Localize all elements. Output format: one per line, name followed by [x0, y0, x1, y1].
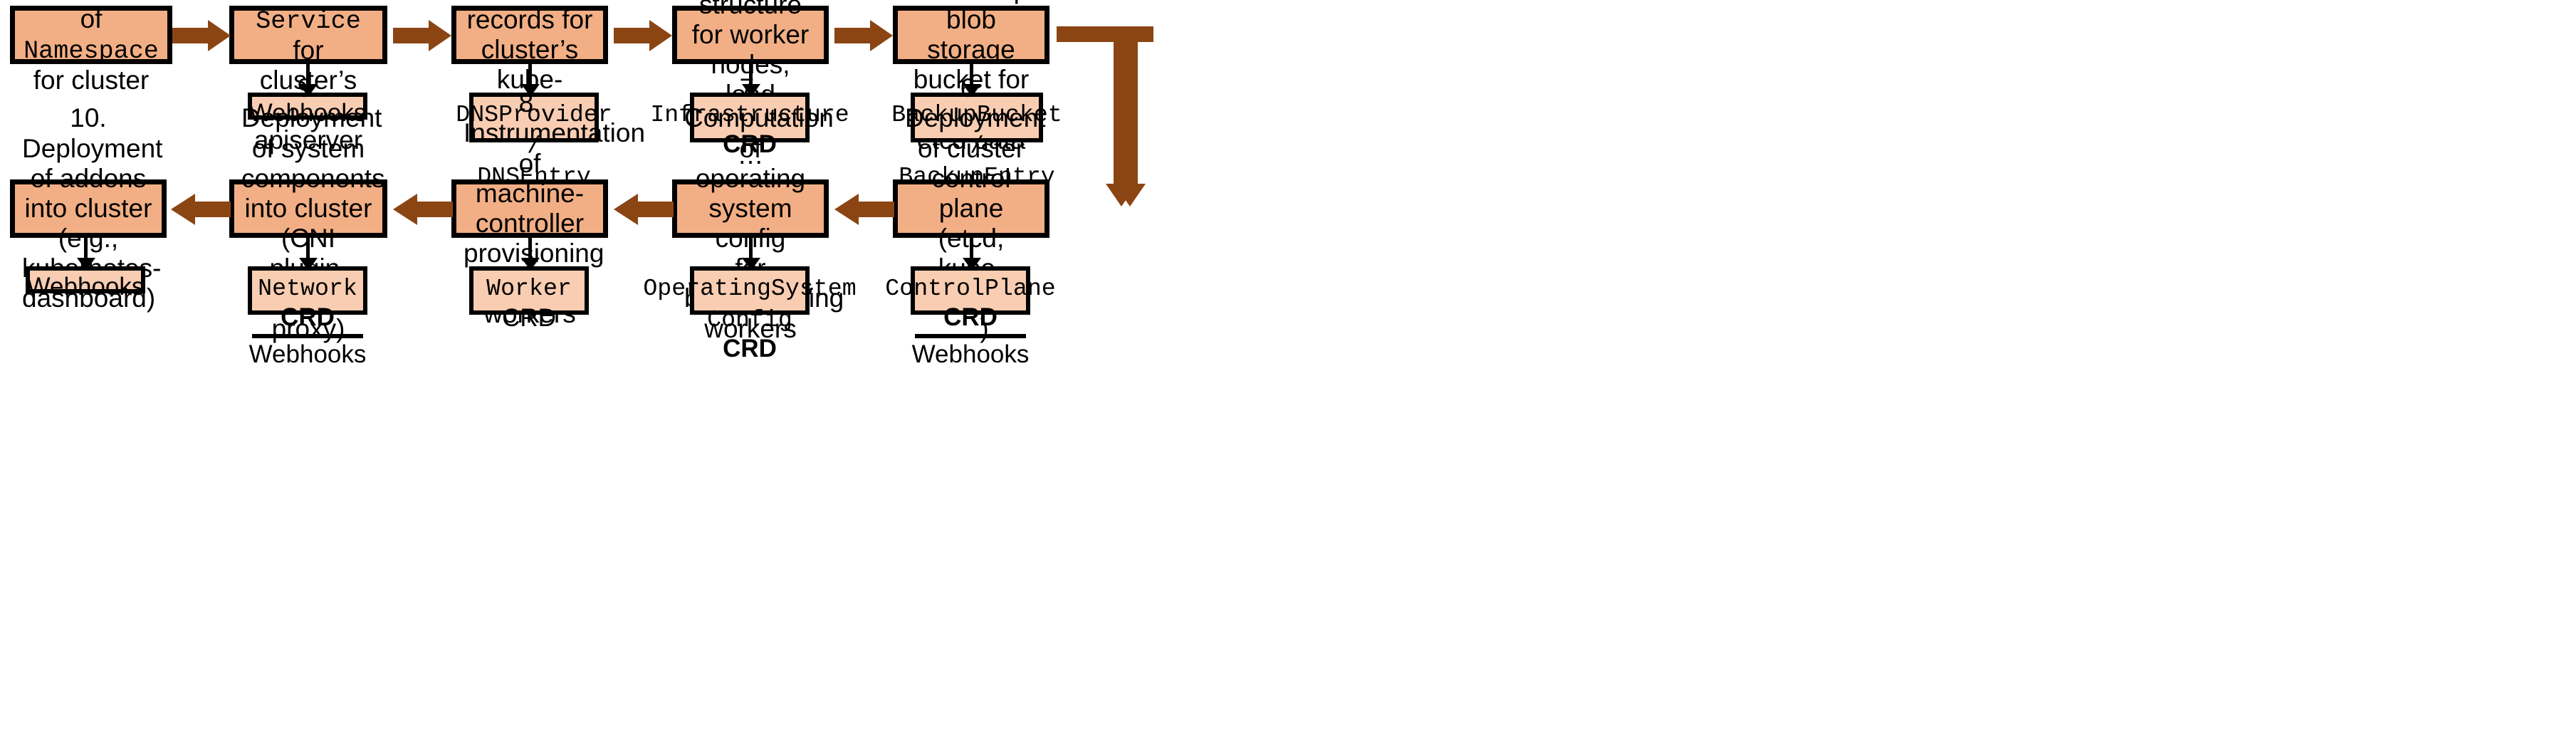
artifact-cell-network-crd: Network CRD [252, 271, 363, 334]
connector-step-4 [749, 64, 753, 87]
flow-arrow-2-to-3 [393, 20, 451, 51]
step-9-line-1: 9. Deployment of system [241, 73, 382, 163]
artifact-cell-webhooks-2: Webhooks [249, 97, 367, 129]
artifact-label-line-2: CRD [723, 130, 777, 158]
connector-step-10 [84, 238, 88, 261]
step-box-5[interactable]: 5. Preparation of backupblob storage buc… [893, 0, 1049, 155]
step-7-line-1: 7. Computation of [684, 73, 834, 163]
step-9-line-2: components into cluster [241, 163, 385, 223]
step-6-line-2: control plane (etcd, [931, 163, 1011, 253]
flow-arrow-9-to-10 [171, 194, 231, 225]
step-1-line-1: 1. Creation of [27, 0, 156, 33]
step-10-line-1: 10. Deployment of addons [22, 103, 163, 193]
flow-arrow-4-to-5 [834, 20, 893, 51]
step-2-text: 2. Creation of loadbalancer Service forc… [241, 0, 375, 156]
artifact-label-line-1: Webhooks [911, 340, 1030, 368]
step-box-4[interactable]: 4. Preparation of infra-structure for wo… [672, 0, 829, 169]
artifact-label-line-1: Network CRD [258, 275, 357, 332]
step-box-3[interactable]: 3. Creation of DNSrecords for cluster’sk… [451, 0, 608, 124]
step-2-line-3: cluster’s kube-apiserver [253, 66, 363, 155]
flow-arrow-8-to-9 [393, 194, 453, 225]
artifact-cell-webhooks-10: Webhooks [27, 271, 145, 303]
artifact-box-step-5[interactable]: BackupBucket /BackupEntry CRD [891, 93, 1062, 220]
connector-step-8 [528, 238, 532, 261]
step-2-line-2: balancer Service for [256, 0, 361, 65]
artifact-label-line-2: Config CRD [707, 305, 792, 363]
step-8-line-1: 8. Instrumentation of [464, 88, 646, 178]
artifact-label-line-1: Webhooks [248, 99, 367, 127]
connector-step-2 [306, 64, 310, 87]
artifact-label-line-1: DNSProvider / [456, 101, 612, 160]
artifact-label-line-1: Webhooks [26, 273, 145, 301]
connector-step-5 [970, 64, 973, 87]
step-3-line-2: records for cluster’s [466, 4, 593, 64]
connector-step-3 [528, 64, 532, 87]
step-6-line-1: 6. Deployment of cluster [905, 73, 1046, 163]
step-1-line-2: Namespace [23, 37, 159, 66]
flow-arrow-5-to-6-wrap [1049, 20, 1153, 221]
step-box-2[interactable]: 2. Creation of loadbalancer Service forc… [229, 0, 387, 155]
step-8-line-2: machine-controller [475, 178, 585, 238]
step-1-line-3: for cluster [33, 66, 150, 95]
step-10-line-2: into cluster (e.g., [24, 193, 152, 254]
artifact-box-step-3[interactable]: DNSProvider /DNSEntry CRD [456, 93, 612, 220]
artifact-cell-controlplane-crd: ControlPlane CRD [885, 271, 1055, 334]
artifact-cell-webhooks-6: Webhooks [912, 333, 1029, 370]
artifact-label-line-1: Infrastructure [650, 101, 849, 128]
artifact-label-line-1: Webhooks [248, 340, 367, 368]
step-4-line-2: structure for worker [691, 0, 810, 49]
artifact-cell-webhooks-9: Webhooks [249, 333, 366, 370]
artifact-box-step-9[interactable]: Network CRD Webhooks [248, 266, 367, 368]
artifact-label-line-2: CRD [502, 303, 556, 332]
connector-step-9 [306, 238, 310, 261]
flow-arrow-3-to-4 [614, 20, 672, 51]
flow-arrow-1-to-2 [172, 20, 231, 51]
step-3-line-1: 3. Creation of DNS [466, 0, 595, 4]
artifact-label-line-1: ControlPlane CRD [885, 275, 1056, 332]
artifact-label-line-1: BackupBucket / [891, 101, 1062, 160]
step-5-line-1: 5. Preparation of backup [905, 0, 1041, 4]
artifact-box-step-6[interactable]: ControlPlane CRD Webhooks [885, 266, 1056, 368]
connector-step-7 [749, 238, 753, 261]
flow-arrow-6-to-7 [834, 194, 894, 225]
artifact-box-step-2[interactable]: Webhooks [248, 93, 367, 127]
artifact-label-line-1: Worker [486, 275, 572, 302]
artifact-label-line-1: OperatingSystem [643, 275, 857, 302]
connector-step-6 [970, 238, 973, 261]
flow-arrow-7-to-8 [614, 194, 674, 225]
artifact-box-step-10[interactable]: Webhooks [26, 266, 145, 301]
